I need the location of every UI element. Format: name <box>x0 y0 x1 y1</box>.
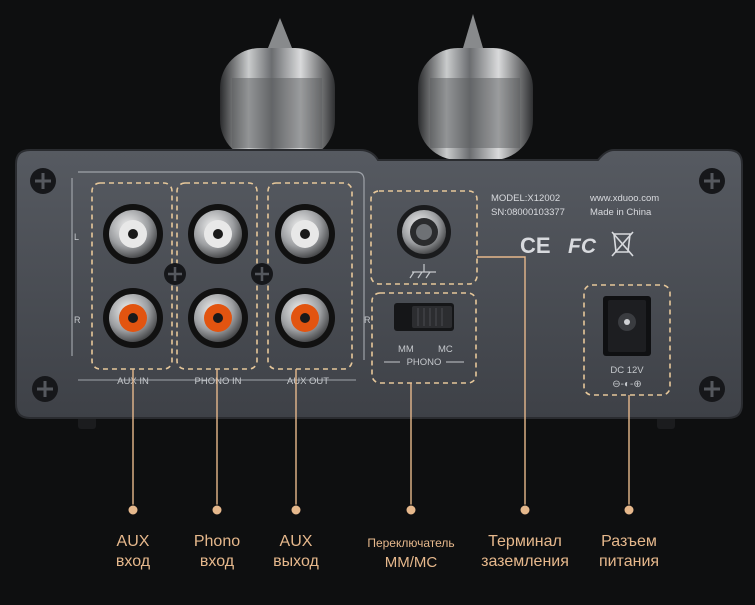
callout-power-line1: Разъем <box>601 533 657 550</box>
panel-screw <box>32 376 58 402</box>
callout-aux-in-line2: вход <box>115 553 151 570</box>
label-phono-in: PHONO IN <box>195 376 242 387</box>
ground-symbol-icon <box>409 264 436 279</box>
callout-ground-line1: Терминал <box>488 533 562 550</box>
highlight-aux-out <box>267 182 353 370</box>
panel-screw <box>699 376 725 402</box>
highlight-aux-in <box>91 182 173 370</box>
channel-label-left-1: L <box>74 232 79 242</box>
rca-jack-aux-in-right <box>103 288 163 348</box>
callout-phono-in-line1: Phono <box>193 533 241 550</box>
dc-voltage-label: DC 12V <box>610 365 644 376</box>
ce-mark-icon: CE <box>520 233 551 258</box>
origin: Made in China <box>590 207 652 218</box>
rca-jack-phono-in-left <box>188 204 248 264</box>
vacuum-tube-right <box>418 14 533 160</box>
callout-dot-icon <box>290 504 302 516</box>
channel-label-right-2: R <box>364 315 371 325</box>
callout-dots <box>127 504 635 516</box>
callout-ground-line2: заземления <box>481 553 569 570</box>
polarity-symbol-icon: ⊖-◐-⊕ <box>612 379 641 390</box>
rca-jack-aux-out-right <box>275 288 335 348</box>
leader-ground <box>477 256 526 505</box>
highlight-power-jack <box>583 284 671 396</box>
serial-number: SN:08000103377 <box>491 207 565 218</box>
callout-lines <box>132 256 630 505</box>
callout-phono-in: Phono вход <box>177 532 257 572</box>
callout-aux-out: AUX выход <box>256 532 336 572</box>
vacuum-tube-left <box>220 18 335 160</box>
callout-dot-icon <box>519 504 531 516</box>
rca-jack-aux-in-left <box>103 204 163 264</box>
callout-aux-in-line1: AUX <box>116 533 150 550</box>
panel-screw <box>164 263 186 285</box>
callout-aux-out-line1: AUX <box>279 533 313 550</box>
fcc-mark-icon: FC <box>568 235 597 258</box>
model-number: MODEL:X12002 <box>491 193 560 204</box>
label-mc: MC <box>438 344 453 355</box>
rca-jack-phono-in-right <box>188 288 248 348</box>
callout-aux-out-line2: выход <box>273 553 319 570</box>
callout-dot-icon <box>623 504 635 516</box>
panel-screw <box>30 168 56 194</box>
dc-power-jack <box>603 296 651 356</box>
callout-mm-mc-line1: Переключатель <box>367 536 455 550</box>
callout-dot-icon <box>127 504 139 516</box>
callout-power-jack: Разъем питания <box>584 532 674 572</box>
mm-mc-switch <box>394 303 454 331</box>
callout-mm-mc-line2: MM/MC <box>384 554 438 571</box>
callout-dot-icon <box>405 504 417 516</box>
highlight-mm-mc-switch <box>371 292 477 384</box>
label-mm: MM <box>398 344 414 355</box>
callout-aux-in: AUX вход <box>93 532 173 572</box>
rca-jack-aux-out-left <box>275 204 335 264</box>
callout-ground-terminal: Терминал заземления <box>470 532 580 572</box>
ground-terminal <box>397 205 451 259</box>
label-aux-out: AUX OUT <box>287 376 329 387</box>
panel-screw <box>699 168 725 194</box>
weee-bin-icon <box>611 231 634 257</box>
website: www.xduoo.com <box>589 193 659 204</box>
label-phono: PHONO <box>407 357 442 368</box>
callout-dot-icon <box>211 504 223 516</box>
callout-mm-mc-switch: Переключатель MM/MC <box>356 533 466 573</box>
panel-screw <box>251 263 273 285</box>
highlight-ground-terminal <box>370 190 478 285</box>
channel-label-right-1: R <box>74 315 81 325</box>
callout-power-line2: питания <box>598 553 660 570</box>
io-frame-line <box>71 171 365 360</box>
callout-phono-in-line2: вход <box>199 553 235 570</box>
